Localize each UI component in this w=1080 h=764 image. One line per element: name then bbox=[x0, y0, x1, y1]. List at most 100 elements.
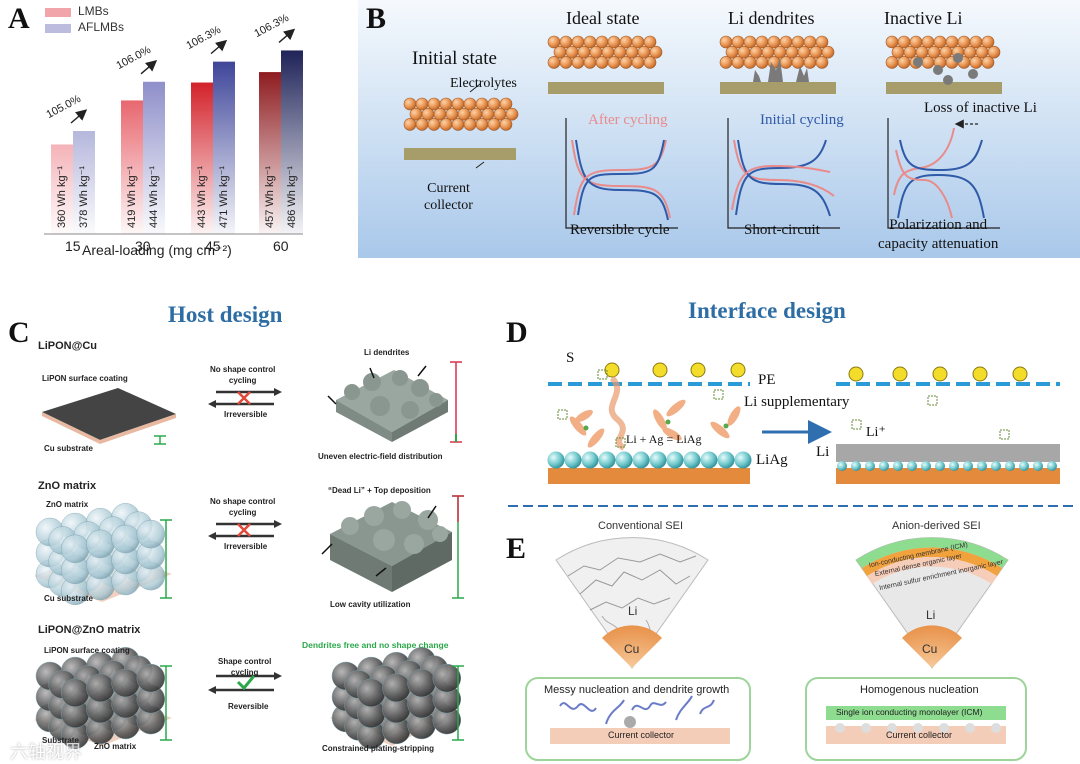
polarization-caption: Polarization and capacity attenuation bbox=[878, 217, 999, 252]
particle bbox=[619, 56, 633, 69]
li-plus-label: Li⁺ bbox=[866, 425, 886, 440]
legend-label-lmbs: LMBs bbox=[78, 4, 109, 18]
row3-result-top: Dendrites free and no shape change bbox=[302, 640, 449, 650]
row1-title: LiPON@Cu bbox=[38, 340, 98, 352]
watermark: 六轴视界 bbox=[10, 742, 82, 762]
row2-result-bottom: Low cavity utilization bbox=[330, 600, 411, 609]
bar-value-label: 360 Wh kg⁻¹ bbox=[56, 165, 68, 228]
bar-value-label: 443 Wh kg⁻¹ bbox=[196, 165, 208, 228]
ratio-arrow bbox=[278, 28, 296, 43]
row2-label-zno: ZnO matrix bbox=[46, 500, 89, 509]
bar-aflmbs-30 bbox=[143, 81, 165, 235]
particle bbox=[571, 56, 585, 69]
particle bbox=[643, 35, 657, 49]
particle bbox=[803, 56, 817, 69]
particle bbox=[815, 56, 829, 69]
panel-e-art bbox=[525, 537, 1027, 761]
particle bbox=[415, 118, 429, 131]
short-circuit-caption: Short-circuit bbox=[744, 222, 820, 238]
particle bbox=[719, 56, 733, 69]
bar-lmbs-60 bbox=[259, 72, 281, 234]
particle bbox=[595, 56, 609, 69]
panel-c-letter: C bbox=[8, 316, 30, 349]
bar-aflmbs-15 bbox=[73, 131, 95, 234]
row1-arrow-bottom: Irreversible bbox=[224, 410, 268, 419]
inactive-li-title: Inactive Li bbox=[884, 8, 963, 28]
row2-title: ZnO matrix bbox=[38, 480, 97, 492]
collector-left-label: Current collector bbox=[608, 730, 675, 740]
particle bbox=[487, 118, 501, 131]
reaction-label: Li + Ag = LiAg bbox=[626, 432, 702, 446]
row1-arrow-top: No shape control cycling bbox=[210, 365, 276, 385]
bar-value-label: 471 Wh kg⁻¹ bbox=[218, 165, 230, 228]
collector-right-label: Current collector bbox=[886, 730, 953, 740]
particle bbox=[755, 56, 769, 69]
electrolytes-label: Electrolytes bbox=[450, 76, 517, 91]
messy-nucleation-title: Messy nucleation and dendrite growth bbox=[544, 684, 730, 696]
x-tick-label: 45 bbox=[205, 238, 221, 254]
row3-arrow-top: Shape control cycling bbox=[218, 657, 272, 677]
panel-e-letter: E bbox=[506, 532, 527, 565]
x-tick-label: 60 bbox=[273, 238, 289, 254]
particle bbox=[821, 45, 835, 59]
row2-label-substrate: Cu substrate bbox=[44, 594, 93, 603]
particle bbox=[499, 118, 513, 131]
row1-result-top: Li dendrites bbox=[364, 348, 410, 357]
panel-d-letter: D bbox=[506, 316, 528, 349]
legend-swatch-aflmbs bbox=[45, 24, 71, 33]
particle bbox=[649, 45, 663, 59]
particle bbox=[505, 107, 519, 121]
particle bbox=[731, 56, 745, 69]
panel-a-letter: A bbox=[8, 2, 30, 35]
row2-arrow-bottom: Irreversible bbox=[224, 542, 268, 551]
row2-result-top: “Dead Li” + Top deposition bbox=[328, 486, 431, 495]
ratio-arrow bbox=[210, 39, 228, 55]
loss-inactive-li-label: Loss of inactive Li bbox=[924, 100, 1037, 116]
panel-d-art bbox=[508, 362, 1074, 507]
initial-cycling-label: Initial cycling bbox=[760, 112, 844, 128]
particle bbox=[981, 35, 995, 49]
current-collector-label: Current collector bbox=[424, 181, 473, 213]
particle bbox=[499, 97, 513, 111]
bar-value-label: 378 Wh kg⁻¹ bbox=[78, 165, 90, 228]
interface-design-heading: Interface design bbox=[688, 298, 846, 323]
particle bbox=[463, 118, 477, 131]
particle bbox=[969, 56, 983, 69]
bar-aflmbs-45 bbox=[213, 61, 235, 235]
row1-result-bottom: Uneven electric-field distribution bbox=[318, 452, 443, 461]
particle bbox=[475, 118, 489, 131]
row3-result-bottom: Constrained plating-stripping bbox=[322, 744, 434, 753]
conventional-sei-title: Conventional SEI bbox=[598, 520, 683, 532]
bar-value-label: 457 Wh kg⁻¹ bbox=[264, 165, 276, 228]
li-supplementary-label: Li supplementary bbox=[744, 394, 850, 410]
after-cycling-label: After cycling bbox=[588, 112, 668, 128]
panel-b: B bbox=[358, 0, 1080, 258]
row3-label-zno: ZnO matrix bbox=[94, 742, 137, 751]
panel-b-art bbox=[403, 35, 1002, 229]
x-axis-title: Areal-loading (mg cm⁻²) bbox=[82, 242, 232, 258]
particle bbox=[439, 118, 453, 131]
particle bbox=[607, 56, 621, 69]
row3-arrow-bottom: Reversible bbox=[228, 702, 269, 711]
particle bbox=[631, 56, 645, 69]
ratio-arrow bbox=[70, 109, 88, 124]
particle bbox=[815, 35, 829, 49]
particle bbox=[921, 56, 935, 69]
bar-value-label: 486 Wh kg⁻¹ bbox=[286, 165, 298, 228]
x-tick-label: 30 bbox=[135, 238, 151, 254]
li-label: Li bbox=[816, 444, 830, 460]
particle bbox=[897, 56, 911, 69]
liag-label: LiAg bbox=[756, 452, 788, 468]
particle bbox=[743, 56, 757, 69]
icm-monolayer-label: Single ion conducting monolayer (ICM) bbox=[836, 707, 983, 717]
particle bbox=[403, 118, 417, 131]
li-dendrites-title: Li dendrites bbox=[728, 8, 815, 28]
cu-left-label: Cu bbox=[624, 642, 640, 656]
ratio-arrow bbox=[140, 59, 158, 75]
row1-label-substrate: Cu substrate bbox=[44, 444, 93, 453]
particle bbox=[981, 56, 995, 69]
row3-label-substrate: Substrate bbox=[42, 736, 79, 745]
row3-title: LiPON@ZnO matrix bbox=[38, 624, 141, 636]
particle bbox=[885, 56, 899, 69]
particle bbox=[547, 56, 561, 69]
